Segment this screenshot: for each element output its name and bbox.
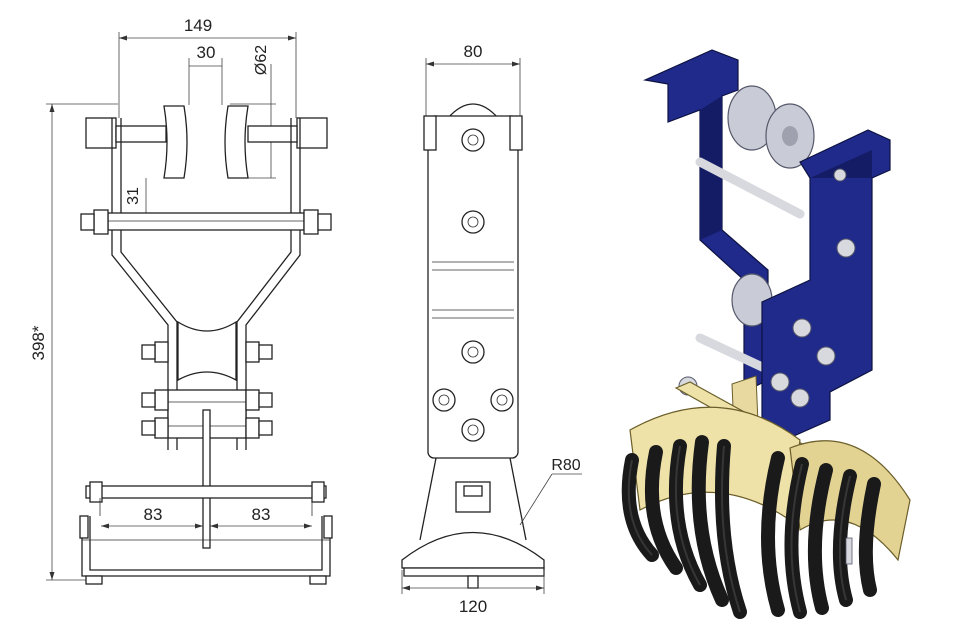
dim-roller-diameter-label: Ø62: [253, 45, 270, 75]
front-roller-left: [163, 105, 188, 179]
front-roller-right: [224, 105, 249, 179]
dim-base-width-label: 120: [459, 597, 487, 616]
dimension-base-width: 120: [401, 570, 545, 616]
dim-roller-offset-label: 31: [125, 187, 142, 205]
dimension-roller-gap: 30: [188, 43, 223, 105]
render-view: [621, 49, 911, 619]
front-view: 149 30 Ø62 31 398*: [29, 16, 333, 585]
dim-overall-width-label: 149: [184, 16, 212, 35]
dimension-half-widths: 83 83: [101, 505, 312, 529]
dimension-radius: R80: [519, 457, 582, 526]
guide-roller-icon: [727, 85, 815, 327]
dimension-total-height: 398*: [29, 103, 118, 581]
dimension-roller-offset: 31: [125, 178, 147, 216]
dim-total-height-label: 398*: [29, 325, 48, 360]
hex-bolt-icon: [303, 209, 332, 235]
side-view: 80 R80: [401, 42, 582, 616]
dim-right-half-label: 83: [252, 505, 271, 524]
dimension-top-width: 80: [425, 42, 521, 118]
side-bolt-heads: [432, 128, 514, 442]
dimension-overall-width: 149: [118, 16, 297, 118]
dimension-roller-diameter: Ø62: [230, 45, 276, 179]
dim-radius-label: R80: [551, 457, 580, 474]
dim-left-half-label: 83: [144, 505, 163, 524]
dim-top-width-label: 80: [464, 42, 483, 61]
dim-roller-gap-label: 30: [197, 43, 216, 62]
hex-bolt-icon: [80, 209, 109, 235]
